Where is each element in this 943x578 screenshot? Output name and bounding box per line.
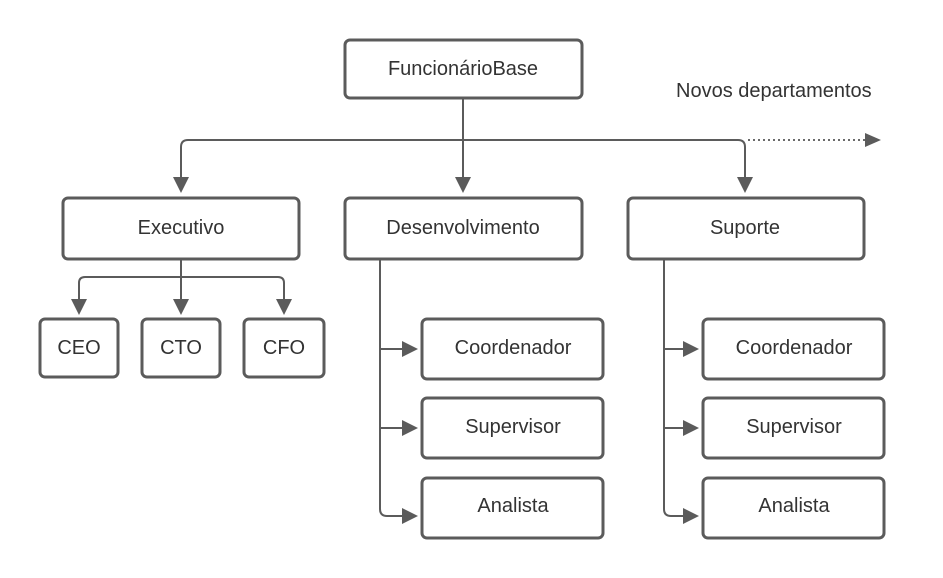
node-dev-supervisor: Supervisor bbox=[420, 396, 605, 460]
arrow-to-desenvolvimento bbox=[455, 177, 471, 193]
node-sup-supervisor: Supervisor bbox=[701, 396, 886, 460]
node-label: Analista bbox=[758, 495, 830, 517]
arrow-dev-supervisor bbox=[402, 420, 418, 436]
node-label: Coordenador bbox=[455, 337, 572, 359]
node-ceo: CEO bbox=[38, 317, 120, 379]
connectors bbox=[71, 98, 881, 524]
arrow-sup-coordenador bbox=[683, 341, 699, 357]
node-label: Desenvolvimento bbox=[386, 217, 539, 239]
arrow-sup-analista bbox=[683, 508, 699, 524]
node-label: Executivo bbox=[138, 217, 225, 239]
arrow-new-departments bbox=[865, 133, 881, 147]
node-executivo: Executivo bbox=[61, 196, 301, 261]
connector-suporte-spine bbox=[663, 260, 683, 517]
node-desenvolvimento: Desenvolvimento bbox=[343, 196, 584, 261]
node-label: CFO bbox=[263, 337, 305, 359]
arrow-dev-analista bbox=[402, 508, 418, 524]
arrow-sup-supervisor bbox=[683, 420, 699, 436]
node-label: Supervisor bbox=[746, 416, 842, 438]
node-label: FuncionárioBase bbox=[388, 58, 538, 80]
arrow-to-ceo bbox=[71, 299, 87, 315]
arrow-to-cto bbox=[173, 299, 189, 315]
arrow-to-suporte bbox=[737, 177, 753, 193]
node-funcionariobase: FuncionárioBase bbox=[343, 38, 584, 100]
arrow-to-executivo bbox=[173, 177, 189, 193]
node-label: CEO bbox=[57, 337, 100, 359]
node-cfo: CFO bbox=[242, 317, 326, 379]
arrow-dev-coordenador bbox=[402, 341, 418, 357]
node-label: Coordenador bbox=[736, 337, 853, 359]
node-label: Supervisor bbox=[465, 416, 561, 438]
node-dev-analista: Analista bbox=[420, 476, 605, 540]
arrow-to-cfo bbox=[276, 299, 292, 315]
node-label: Analista bbox=[477, 495, 549, 517]
node-cto: CTO bbox=[140, 317, 222, 379]
node-sup-coordenador: Coordenador bbox=[701, 317, 886, 381]
connector-desenvolvimento-spine bbox=[379, 260, 402, 517]
node-label: CTO bbox=[160, 337, 202, 359]
node-dev-coordenador: Coordenador bbox=[420, 317, 605, 381]
node-suporte: Suporte bbox=[626, 196, 866, 261]
node-label: Suporte bbox=[710, 217, 780, 239]
new-departments-label: Novos departamentos bbox=[676, 80, 872, 102]
node-sup-analista: Analista bbox=[701, 476, 886, 540]
